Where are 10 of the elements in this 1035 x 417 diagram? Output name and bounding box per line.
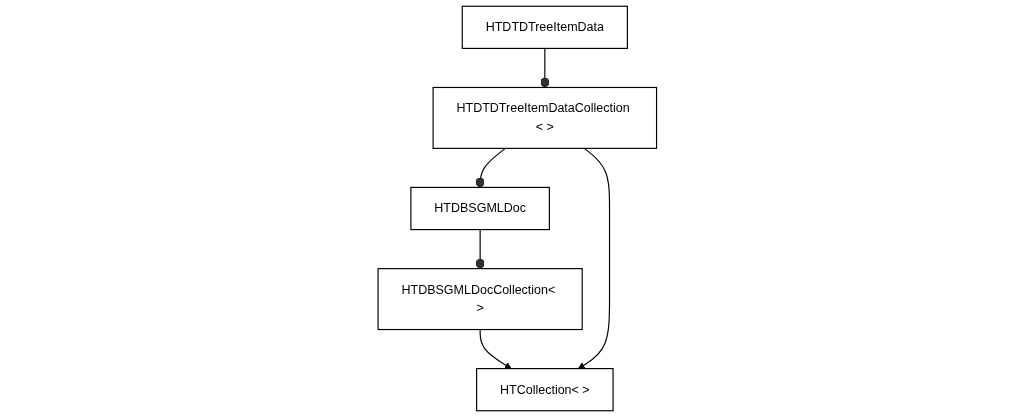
connector [475,229,486,270]
connector [540,47,550,89]
node-box: HTDBSGMLDocCollection< > [377,268,583,331]
arrow [578,147,611,369]
node-box: HTDTDTreeItemDataCollection < > [432,86,658,149]
node-box: HTCollection< > [476,368,614,412]
node-box: HTDBSGMLDoc [410,186,551,231]
connector [475,147,507,188]
node-box: HTDTDTreeItemData [461,5,629,49]
arrow [479,328,512,369]
